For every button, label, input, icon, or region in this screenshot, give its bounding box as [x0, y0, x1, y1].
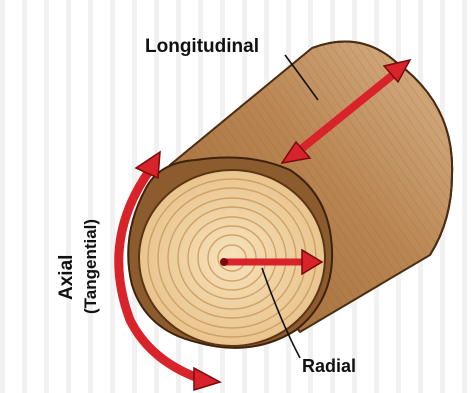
tangential-label: (Tangential): [81, 219, 100, 314]
radial-label: Radial: [302, 356, 356, 376]
axial-label: Axial: [56, 255, 77, 300]
longitudinal-label: Longitudinal: [145, 36, 259, 57]
